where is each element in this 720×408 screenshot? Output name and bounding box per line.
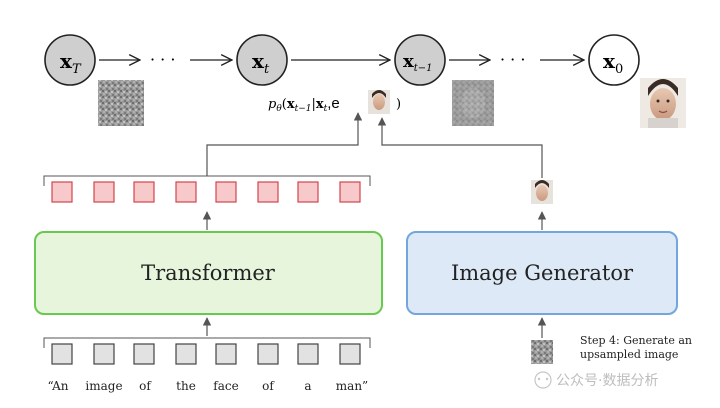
embedding-token (175, 181, 197, 203)
input-token (297, 343, 319, 365)
input-token-row (43, 337, 371, 365)
step-note-line-2: upsampled image (580, 348, 678, 361)
conditional-probability-label: pθ(xt−1|xt,e (268, 95, 340, 114)
input-token (215, 343, 237, 365)
low-res-input-image (531, 340, 553, 364)
input-token (175, 343, 197, 365)
caption-word: “An (48, 379, 69, 393)
embedding-token (51, 181, 73, 203)
transformer-block: Transformer (34, 231, 383, 315)
embedding-token (215, 181, 237, 203)
transformer-box (34, 231, 383, 315)
transformer-label: Transformer (141, 261, 276, 285)
embedding-token (133, 181, 155, 203)
noisy-face-thumbnail (452, 80, 494, 126)
embedding-row (43, 175, 371, 203)
node-circle (588, 34, 640, 86)
diffusion-chain: xT xt xt−1 x0 · · · · (44, 34, 686, 128)
input-bracket (43, 337, 371, 348)
input-token (93, 343, 115, 365)
node-circle (236, 34, 288, 86)
embedding-token (93, 181, 115, 203)
input-token (51, 343, 73, 365)
caption-words: “An image of the face of a man” (48, 379, 369, 393)
node-x-t-minus-1: xt−1 (394, 34, 446, 86)
generator-to-chain-connector (377, 117, 543, 178)
embedding-bracket (43, 175, 371, 186)
noise-thumbnail (98, 80, 144, 126)
clean-face-thumbnail (640, 78, 686, 128)
caption-word: face (213, 379, 238, 393)
image-generator-box (406, 231, 678, 315)
node-circle (394, 34, 446, 86)
node-x-T: xT (44, 34, 96, 86)
embedding-token (339, 181, 361, 203)
caption-word: of (139, 379, 152, 393)
node-label: xt−1 (403, 51, 433, 74)
conditional-close-paren: ) (396, 97, 401, 112)
conditioning-face-thumbnail (368, 90, 390, 114)
input-token (257, 343, 279, 365)
node-circle (44, 34, 96, 86)
embedding-token (257, 181, 279, 203)
watermark: 公众号·数据分析 (534, 371, 658, 389)
chain-ellipsis: · · · (500, 50, 525, 69)
image-generator-label: Image Generator (451, 261, 634, 285)
node-x-t: xt (236, 34, 288, 86)
node-label: xt (252, 49, 270, 77)
input-token (133, 343, 155, 365)
caption-word: the (176, 379, 196, 393)
caption-word: man” (336, 379, 368, 393)
embedding-token (297, 181, 319, 203)
node-label: xT (60, 49, 82, 77)
wechat-icon (534, 371, 552, 389)
upsampled-image-token (531, 180, 553, 204)
input-token (339, 343, 361, 365)
node-label: x0 (603, 49, 623, 77)
caption-word: of (262, 379, 275, 393)
step-note-line-1: Step 4: Generate an (580, 334, 692, 347)
caption-word: image (85, 379, 122, 393)
caption-word: a (304, 379, 311, 393)
watermark-text: 公众号·数据分析 (556, 373, 658, 389)
transformer-to-chain-connector (206, 112, 363, 176)
node-x-0: x0 (588, 34, 640, 86)
chain-ellipsis: · · · (150, 50, 175, 69)
image-generator-block: Image Generator (406, 231, 678, 315)
